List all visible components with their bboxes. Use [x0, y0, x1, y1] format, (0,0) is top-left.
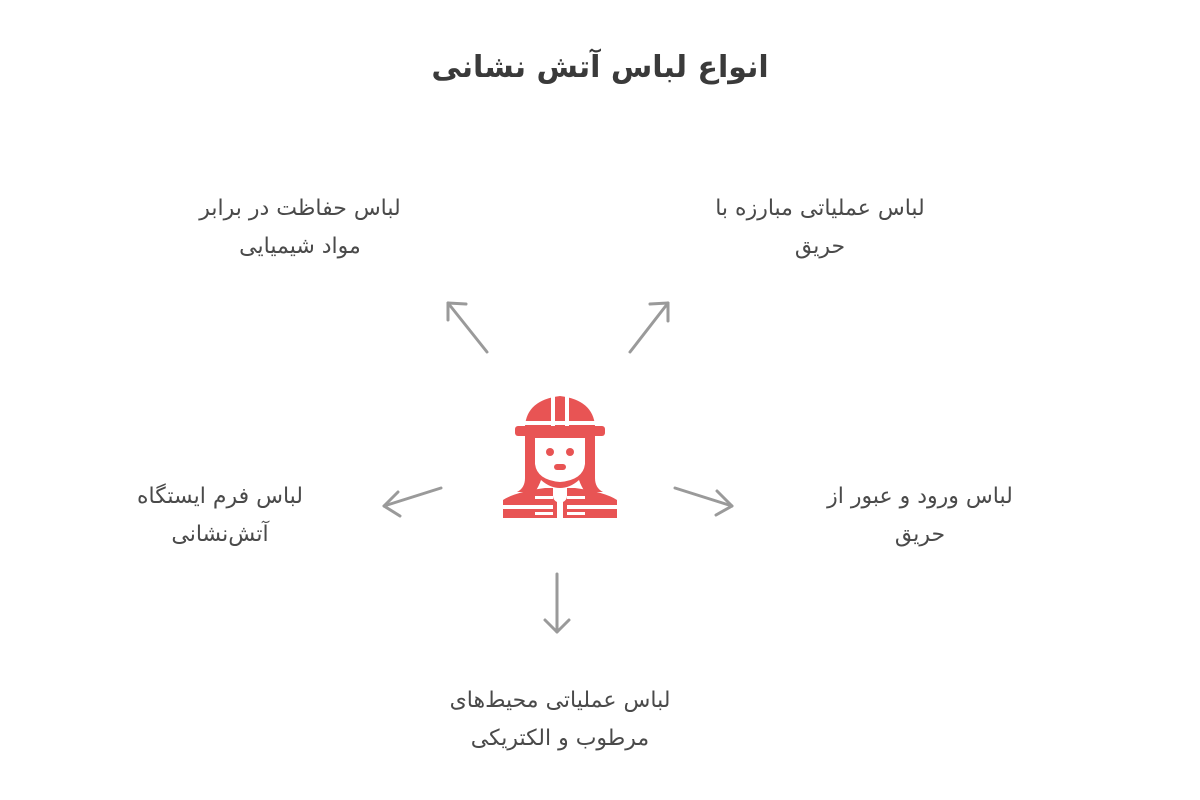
node-label-line2: مواد شیمیایی — [239, 234, 361, 259]
firefighter-icon — [495, 388, 625, 518]
arrow-down-icon — [543, 572, 571, 634]
arrow-up-left-icon — [446, 301, 489, 354]
node-label-line1: لباس ورود و عبور از — [827, 484, 1013, 509]
node-wet-electrical: لباس عملیاتی محیط‌های مرطوب و الکتریکی — [390, 682, 730, 758]
node-label-line1: لباس حفاظت در برابر — [199, 196, 401, 221]
node-station-uniform: لباس فرم ایستگاه آتش‌نشانی — [90, 478, 350, 554]
diagram-title: انواع لباس آتش نشانی — [431, 50, 769, 85]
node-label-line2: مرطوب و الکتریکی — [470, 726, 650, 751]
node-label-line2: حریق — [794, 234, 846, 259]
node-label-line2: حریق — [894, 522, 946, 547]
arrow-up-right-icon — [628, 301, 670, 354]
arrow-right-icon — [673, 486, 734, 517]
node-chemical-protection: لباس حفاظت در برابر مواد شیمیایی — [150, 190, 450, 266]
node-label-line1: لباس فرم ایستگاه — [136, 484, 304, 509]
node-fire-entry: لباس ورود و عبور از حریق — [770, 478, 1070, 554]
node-label-line2: آتش‌نشانی — [171, 522, 269, 547]
node-firefighting-operations: لباس عملیاتی مبارزه با حریق — [660, 190, 980, 266]
arrow-left-icon — [382, 486, 443, 518]
node-label-line1: لباس عملیاتی مبارزه با — [715, 196, 925, 221]
node-label-line1: لباس عملیاتی محیط‌های — [449, 688, 671, 713]
